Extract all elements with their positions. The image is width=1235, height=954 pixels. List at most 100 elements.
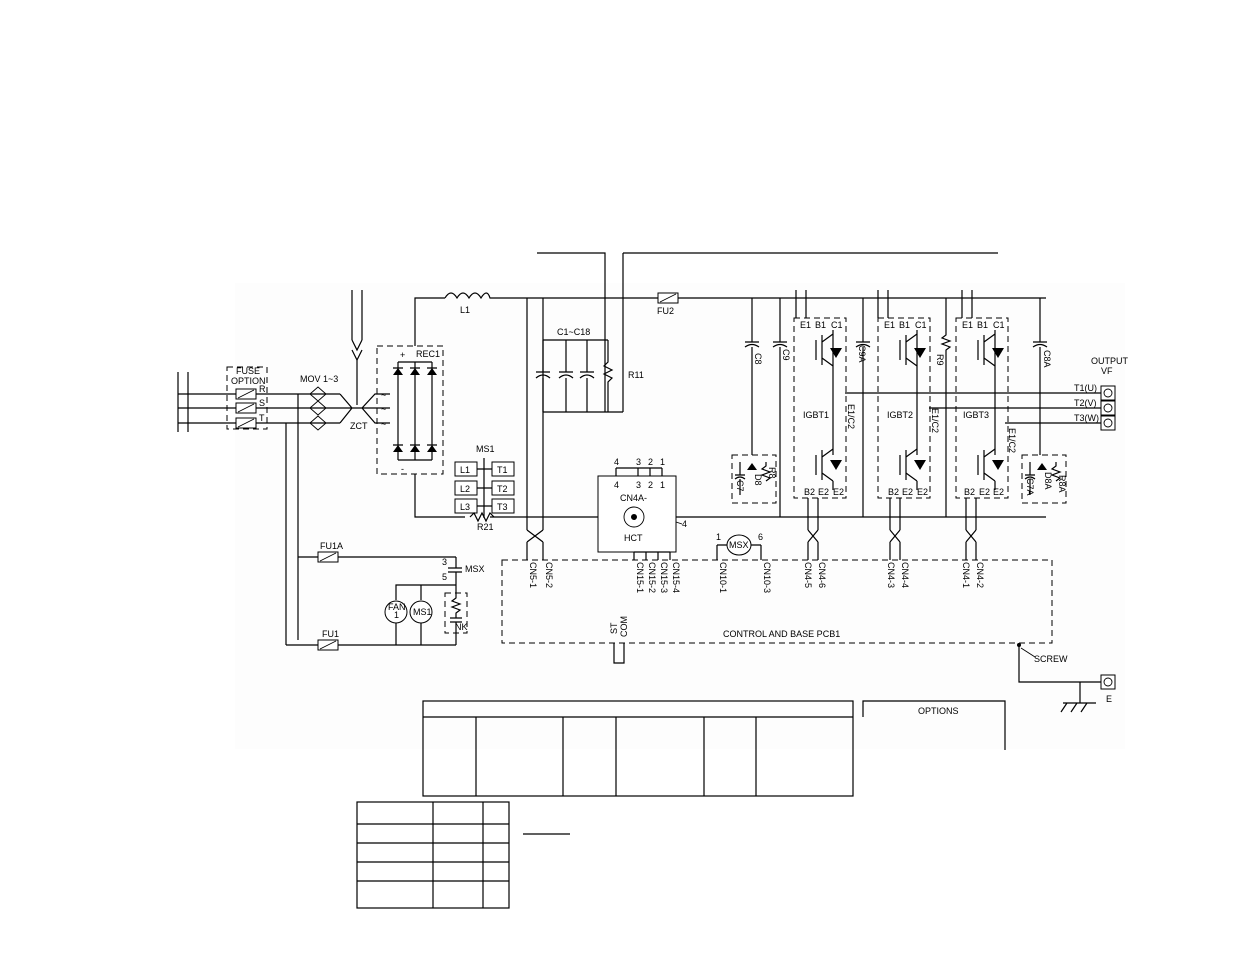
- cn4a-inner-pin-0: 4: [614, 480, 619, 490]
- igbt1-e2b: E2: [833, 487, 844, 497]
- cn4a-inner-pin-2: 2: [648, 480, 653, 490]
- rec1-plus: +: [400, 350, 405, 360]
- connector-label-13: CN4-2: [975, 562, 985, 588]
- fuse-option-label-1: FUSE: [236, 366, 260, 376]
- scan-area: [235, 283, 1125, 749]
- ground-e-label: E: [1106, 694, 1112, 704]
- mov-zct: MOV 1~3 ZCT: [285, 339, 390, 645]
- igbt1-e1: E1: [800, 320, 811, 330]
- options-label: OPTIONS: [918, 706, 959, 716]
- fan-label-2: 1: [394, 610, 399, 620]
- cn4a-inner-pin-1: 3: [636, 480, 641, 490]
- connector-label-12: CN4-1: [961, 562, 971, 588]
- svg-text:~: ~: [381, 404, 386, 414]
- ms1-t3: T3: [497, 502, 508, 512]
- igbt2-label: IGBT2: [887, 410, 913, 420]
- igbt1-label: IGBT1: [803, 410, 829, 420]
- connector-label-7: CN10-3: [762, 562, 772, 593]
- cn4a-label: CN4A-: [620, 493, 647, 503]
- cn4a-top-pin-0: 4: [614, 457, 619, 467]
- igbt3-c1: C1: [993, 320, 1005, 330]
- igbt3-e2b: E2: [993, 487, 1004, 497]
- t2v-label: T2(V): [1074, 398, 1097, 408]
- r8-label: R8: [767, 467, 777, 479]
- ms1-l2: L2: [460, 484, 470, 494]
- phase-s-label: S: [259, 398, 265, 408]
- igbt2-b1: B1: [899, 320, 910, 330]
- ms1-t2: T2: [497, 484, 508, 494]
- connector-label-10: CN4-3: [886, 562, 896, 588]
- igbt2-c1: C1: [915, 320, 927, 330]
- igbt1-b1: B1: [815, 320, 826, 330]
- igbt1-module: E1 B1 C1 IGBT1 B2 E2 E2 E1/C2: [793, 290, 856, 530]
- cn4a-top-pin-3: 1: [660, 457, 665, 467]
- ms1-contactor: MS1 L1 L2 L3 T1 T2 T3 R21: [454, 444, 515, 532]
- msx-pin5: 5: [442, 572, 447, 582]
- output-terminals: OUTPUT VF T1(U) T2(V) T3(W): [845, 356, 1129, 431]
- fu1a-label: FU1A: [320, 541, 343, 551]
- output-label: OUTPUT: [1091, 356, 1129, 366]
- r21-label: R21: [477, 522, 494, 532]
- pcb-label: CONTROL AND BASE PCB1: [723, 629, 840, 639]
- hct-label: HCT: [624, 533, 643, 543]
- fuse-option-label-2: OPTION: [231, 376, 266, 386]
- connector-label-1: CN5-2: [544, 562, 554, 588]
- fan-label-1: FAN: [388, 602, 406, 612]
- connector-label-8: CN4-5: [803, 562, 813, 588]
- msx-label: MSX: [465, 564, 485, 574]
- r11-label: R11: [628, 370, 644, 380]
- mov-label: MOV 1~3: [300, 374, 338, 384]
- small-table: [356, 801, 570, 909]
- fu2-label: FU2: [657, 306, 674, 316]
- rec1-minus: -: [401, 464, 404, 474]
- connector-label-9: CN4-6: [817, 562, 827, 588]
- fuse-option-box: [226, 366, 268, 430]
- msx-coil-label: MSX: [729, 540, 749, 550]
- msx-pin3: 3: [442, 557, 447, 567]
- ms1-t1: T1: [497, 465, 508, 475]
- aux-supply: FU1A 3 MSX 5 FAN 1 MS1 NK FU1: [286, 541, 485, 651]
- connector-label-6: CN10-1: [718, 562, 728, 593]
- cn4a-top-pin-1: 3: [636, 457, 641, 467]
- igbt1-e1c2: E1/C2: [846, 404, 856, 429]
- rating-table: [422, 700, 854, 797]
- connector-label-4: CN15-3: [659, 562, 669, 593]
- connector-label-5: CN15-4: [671, 562, 681, 593]
- igbt2-e2b: E2: [917, 487, 928, 497]
- c7-label: C7: [735, 480, 745, 492]
- hct-side-pin: 4: [682, 519, 687, 529]
- connector-label-11: CN4-4: [900, 562, 910, 588]
- igbt3-e2a: E2: [979, 487, 990, 497]
- r9-label: R9: [935, 354, 945, 366]
- ground: SCREW E: [1017, 643, 1116, 713]
- ms1-coil-label: MS1: [413, 607, 432, 617]
- screw-label: SCREW: [1034, 654, 1068, 664]
- igbt2-e1: E1: [884, 320, 895, 330]
- svg-text:~: ~: [381, 419, 386, 429]
- capacitor-bank: C1~C18 R11: [526, 298, 644, 530]
- mains-input: FUSE OPTION R S T: [177, 366, 340, 432]
- choke-l1-label: L1: [460, 305, 470, 315]
- ms1-l3: L3: [460, 502, 470, 512]
- phase-r-label: R: [259, 384, 266, 394]
- connector-label-2: CN15-1: [635, 562, 645, 593]
- zct-label: ZCT: [350, 421, 368, 431]
- igbt3-e1: E1: [962, 320, 973, 330]
- msx-coil: 1 6 MSX: [716, 532, 763, 560]
- igbt3-b1: B1: [977, 320, 988, 330]
- cn4a-top-pin-2: 2: [648, 457, 653, 467]
- snubbers: C8 C9 C7 D8 R8 C9A R9 C8A C7A D8A R8A: [731, 298, 1067, 517]
- msx-coil-pin6: 6: [758, 532, 763, 542]
- t3w-label: T3(W): [1074, 413, 1099, 423]
- svg-text:~: ~: [381, 390, 386, 400]
- cn4a-inner-pin-3: 1: [660, 480, 665, 490]
- c9a-label: C9A: [857, 345, 867, 363]
- c8-label: C8: [753, 353, 763, 365]
- igbt1-e2a: E2: [818, 487, 829, 497]
- t1u-label: T1(U): [1074, 383, 1097, 393]
- d8-label: D8: [753, 474, 763, 486]
- r8a-label: R8A: [1057, 475, 1067, 493]
- fu1-label: FU1: [322, 629, 339, 639]
